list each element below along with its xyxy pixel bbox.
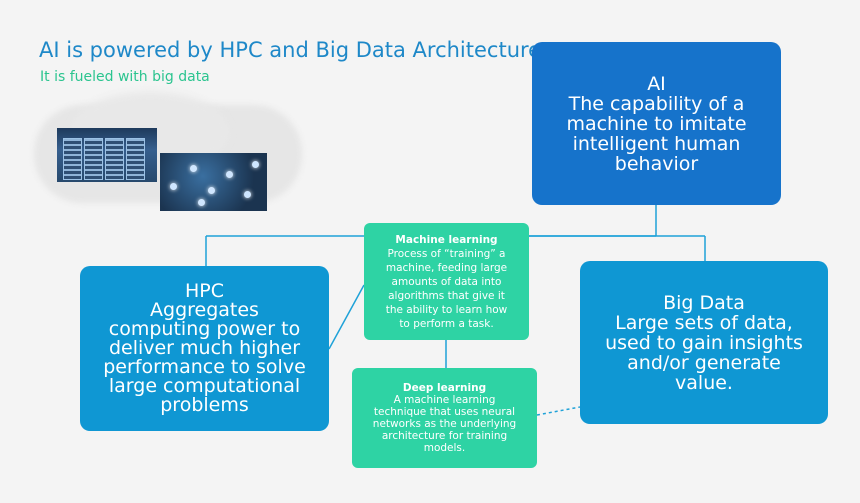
big-data-line-1: Large sets of data, [615, 311, 793, 334]
hpc-line-3: deliver much higher [108, 337, 301, 359]
ml-line-3: amounts of data into [391, 275, 502, 288]
hpc-line-6: problems [160, 394, 249, 416]
dl-line-1: A machine learning [393, 394, 496, 406]
hpc-box: HPC Aggregates computing power to delive… [80, 266, 329, 431]
dl-line-4: architecture for training [381, 430, 508, 442]
connector-dl-bigdata [536, 406, 581, 416]
ai-line-1: The capability of a [568, 92, 745, 115]
ml-line-4: algorithms that give it [388, 289, 505, 302]
network-graph-image [160, 153, 267, 211]
ai-line-2: machine to imitate [566, 112, 747, 135]
ml-line-2: machine, feeding large [385, 261, 508, 274]
dl-heading: Deep learning [402, 382, 487, 394]
page-subtitle: It is fueled with big data [40, 69, 210, 85]
dl-line-3: networks as the underlying [372, 418, 517, 430]
ai-line-4: behavior [614, 152, 699, 175]
dl-line-2: technique that uses neural [373, 406, 516, 418]
ml-line-1: Process of “training” a [387, 247, 506, 260]
hpc-line-2: computing power to [108, 318, 301, 340]
ai-heading: AI [647, 72, 666, 95]
big-data-line-3: and/or generate [627, 351, 781, 374]
hpc-line-4: performance to solve [103, 356, 306, 378]
page-title: AI is powered by HPC and Big Data Archit… [39, 38, 553, 62]
machine-learning-box: Machine learning Process of “training” a… [364, 223, 529, 340]
ml-line-5: the ability to learn how [385, 303, 508, 316]
server-racks-image [57, 128, 157, 182]
dl-line-5: models. [423, 442, 466, 454]
hpc-heading: HPC [184, 280, 224, 302]
hpc-line-5: large computational [108, 375, 301, 397]
big-data-line-4: value. [675, 371, 733, 394]
ml-heading: Machine learning [395, 233, 498, 246]
ai-line-3: intelligent human [572, 132, 741, 155]
deep-learning-box: Deep learning A machine learning techniq… [352, 368, 537, 468]
big-data-line-2: used to gain insights [605, 331, 803, 354]
big-data-box: Big Data Large sets of data, used to gai… [580, 261, 828, 424]
ai-box: AI The capability of a machine to imitat… [532, 42, 781, 205]
big-data-heading: Big Data [663, 291, 745, 314]
hpc-line-1: Aggregates [150, 299, 259, 321]
ml-line-6: to perform a task. [399, 317, 494, 330]
